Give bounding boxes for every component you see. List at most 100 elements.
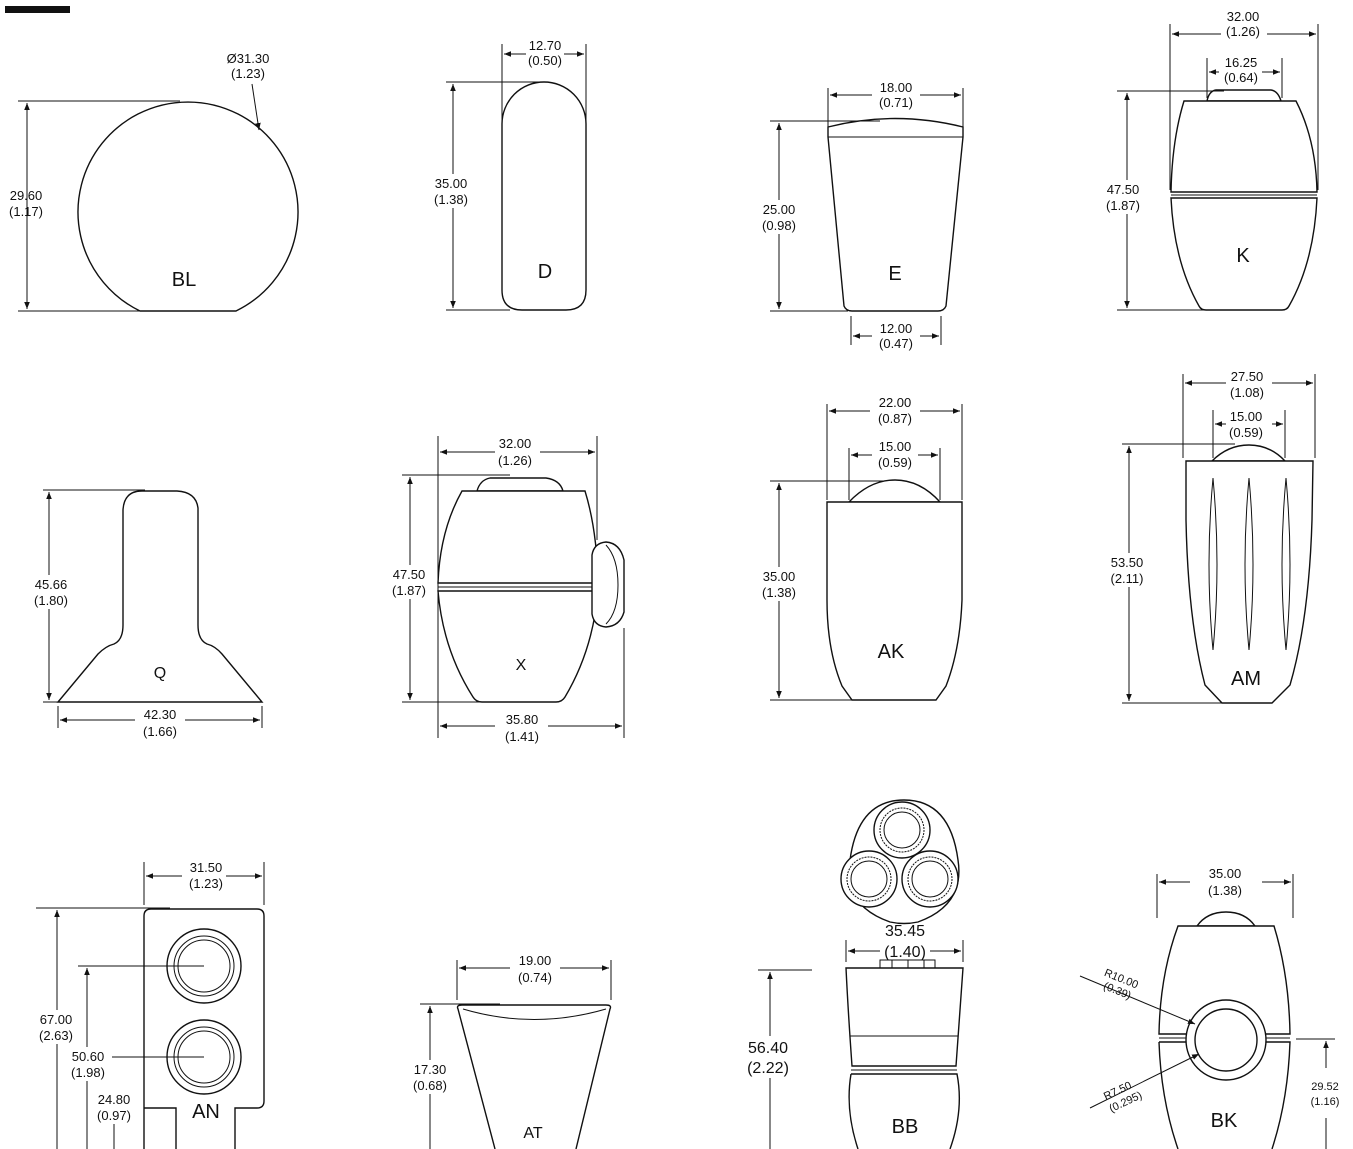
e-height-in: (0.98) — [762, 218, 796, 233]
e-width: 18.00 — [880, 80, 913, 95]
am-width: 27.50 — [1231, 369, 1264, 384]
bl-height: 29.60 — [10, 188, 43, 203]
k-top: 16.25 — [1225, 55, 1258, 70]
e-label: E — [888, 263, 901, 285]
k-label: K — [1236, 245, 1250, 267]
q-label: Q — [154, 665, 166, 682]
part-d: 12.70 (0.50) 35.00 (1.38) D — [430, 38, 587, 311]
k-top-in: (0.64) — [1224, 70, 1258, 85]
k-width: 32.00 — [1227, 9, 1260, 24]
am-top-in: (0.59) — [1229, 425, 1263, 440]
x-upper — [437, 490, 599, 584]
q-outline — [56, 490, 264, 703]
bk-height-in: (1.16) — [1311, 1096, 1340, 1108]
q-base: 42.30 — [144, 707, 177, 722]
ak-height: 35.00 — [763, 569, 796, 584]
d-height: 35.00 — [435, 176, 468, 191]
part-am: 27.50 (1.08) 15.00 (0.59) 53.50 (2.11) A… — [1106, 369, 1316, 704]
x-dome — [476, 477, 564, 492]
at-width: 19.00 — [519, 953, 552, 968]
x-lower — [437, 590, 599, 703]
bk-lower — [1158, 1041, 1291, 1149]
an-hole2-height-in: (0.97) — [97, 1108, 131, 1123]
k-upper — [1170, 100, 1318, 193]
q-height: 45.66 — [35, 577, 68, 592]
bl-label: BL — [172, 269, 196, 291]
e-base-in: (0.47) — [879, 336, 913, 351]
d-width: 12.70 — [529, 38, 562, 53]
part-k: 32.00 (1.26) 16.25 (0.64) 47.50 (1.87) K — [1102, 9, 1319, 311]
bl-diameter-in: (1.23) — [231, 66, 265, 81]
x-base: 35.80 — [506, 712, 539, 727]
part-bl: Ø31.30 (1.23) 29.60 (1.17) BL — [9, 51, 299, 312]
x-height-in: (1.87) — [392, 583, 426, 598]
d-label: D — [538, 261, 552, 283]
x-base-in: (1.41) — [505, 729, 539, 744]
bk-width-in: (1.38) — [1208, 883, 1242, 898]
at-label: AT — [523, 1125, 542, 1142]
am-dome — [1210, 444, 1287, 462]
an-height-in: (2.63) — [39, 1028, 73, 1043]
an-width-in: (1.23) — [189, 876, 223, 891]
bb-upper — [845, 967, 964, 1067]
bl-height-in: (1.17) — [9, 204, 43, 219]
am-width-in: (1.08) — [1230, 385, 1264, 400]
bb-top-view — [840, 799, 960, 925]
q-height-in: (1.80) — [34, 593, 68, 608]
ak-outline — [826, 501, 963, 701]
e-base: 12.00 — [880, 321, 913, 336]
q-base-in: (1.66) — [143, 724, 177, 739]
part-at: 19.00 (0.74) 17.30 (0.68) AT — [408, 953, 612, 1149]
an-label: AN — [192, 1101, 220, 1123]
x-width-in: (1.26) — [498, 453, 532, 468]
bk-width: 35.00 — [1209, 866, 1242, 881]
k-dome — [1206, 89, 1282, 102]
bb-width-in: (1.40) — [884, 944, 926, 961]
an-height: 67.00 — [40, 1012, 73, 1027]
part-e: 18.00 (0.71) 25.00 (0.98) 12.00 (0.47) E — [757, 80, 964, 351]
bl-diameter: Ø31.30 — [227, 51, 270, 66]
ak-top-in: (0.59) — [878, 455, 912, 470]
corner-mark — [5, 6, 70, 13]
am-label: AM — [1231, 668, 1261, 690]
an-hole2-height: 24.80 — [98, 1092, 131, 1107]
am-top: 15.00 — [1230, 409, 1263, 424]
am-outline — [1185, 460, 1314, 704]
k-lower — [1170, 197, 1318, 311]
bk-height: 29.52 — [1311, 1081, 1339, 1093]
ak-width: 22.00 — [879, 395, 912, 410]
am-height-in: (2.11) — [1111, 571, 1144, 586]
bk-upper — [1158, 925, 1291, 1035]
k-width-in: (1.26) — [1226, 24, 1260, 39]
part-q: 45.66 (1.80) 42.30 (1.66) Q — [28, 489, 264, 739]
ak-height-in: (1.38) — [762, 585, 796, 600]
bb-label: BB — [892, 1116, 919, 1138]
bl-outline — [77, 101, 299, 312]
bb-width: 35.45 — [885, 923, 925, 940]
bk-ring-inner — [1194, 1008, 1258, 1072]
e-width-in: (0.71) — [879, 95, 913, 110]
am-height: 53.50 — [1111, 555, 1144, 570]
an-hole-height: 50.60 — [72, 1049, 105, 1064]
at-width-in: (0.74) — [518, 970, 552, 985]
d-width-in: (0.50) — [528, 53, 562, 68]
ak-top: 15.00 — [879, 439, 912, 454]
at-outline — [456, 1004, 612, 1149]
bb-lower — [848, 1073, 961, 1149]
ak-label: AK — [878, 641, 905, 663]
part-ak: 22.00 (0.87) 15.00 (0.59) 35.00 (1.38) A… — [757, 395, 963, 701]
at-height-in: (0.68) — [413, 1078, 447, 1093]
e-height: 25.00 — [763, 202, 796, 217]
bk-dome — [1195, 911, 1257, 927]
bk-label: BK — [1211, 1110, 1238, 1132]
ak-dome — [847, 479, 942, 503]
an-width: 31.50 — [190, 860, 223, 875]
an-hole-height-in: (1.98) — [71, 1065, 105, 1080]
x-side-cap — [591, 541, 625, 628]
part-x: 32.00 (1.26) 47.50 (1.87) 35.80 (1.41) X — [388, 436, 625, 744]
x-width: 32.00 — [499, 436, 532, 451]
at-height: 17.30 — [414, 1062, 447, 1077]
k-height: 47.50 — [1107, 182, 1140, 197]
d-height-in: (1.38) — [434, 192, 468, 207]
